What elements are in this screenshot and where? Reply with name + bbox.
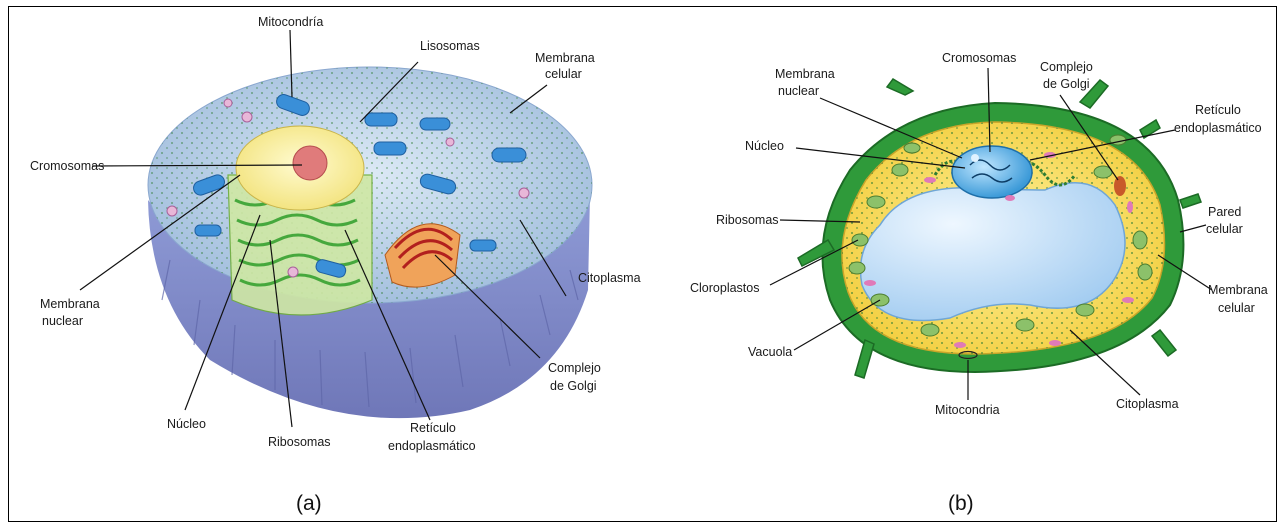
label-b-mitocondria: Mitocondria xyxy=(935,403,1000,417)
label-reticulo-2: endoplasmático xyxy=(388,439,476,453)
label-membrana-celular-1: Membrana xyxy=(535,51,595,65)
label-b-ribosomas: Ribosomas xyxy=(716,213,779,227)
label-b-complejo-2: de Golgi xyxy=(1043,77,1090,91)
label-b-pared-1: Pared xyxy=(1208,205,1241,219)
label-b-reticulo-2: endoplasmático xyxy=(1174,121,1262,135)
nucleus-b xyxy=(952,146,1032,198)
label-nucleo: Núcleo xyxy=(167,417,206,431)
label-b-cloroplastos: Cloroplastos xyxy=(690,281,759,295)
label-lisosomas: Lisosomas xyxy=(420,39,480,53)
label-complejo-2: de Golgi xyxy=(550,379,597,393)
label-b-pared-2: celular xyxy=(1206,222,1243,236)
label-mitocondria: Mitocondría xyxy=(258,15,323,29)
label-reticulo-1: Retículo xyxy=(410,421,456,435)
label-b-membrana-nuclear-1: Membrana xyxy=(775,67,835,81)
label-b-membrana-celular-1: Membrana xyxy=(1208,283,1268,297)
label-membrana-nuclear-2: nuclear xyxy=(42,314,83,328)
label-b-vacuola: Vacuola xyxy=(748,345,792,359)
label-cromosomas: Cromosomas xyxy=(30,159,104,173)
caption-a: (a) xyxy=(296,492,322,515)
caption-b: (b) xyxy=(948,492,974,515)
label-b-reticulo-1: Retículo xyxy=(1195,103,1241,117)
animal-cell-illustration xyxy=(148,67,592,418)
chromosomes xyxy=(293,146,327,180)
label-membrana-celular-2: celular xyxy=(545,67,582,81)
golgi-b xyxy=(1114,176,1126,196)
label-citoplasma: Citoplasma xyxy=(578,271,641,285)
label-b-membrana-nuclear-2: nuclear xyxy=(778,84,819,98)
label-b-citoplasma: Citoplasma xyxy=(1116,397,1179,411)
label-b-membrana-celular-2: celular xyxy=(1218,301,1255,315)
label-complejo-1: Complejo xyxy=(548,361,601,375)
vacuole xyxy=(860,183,1125,321)
plant-cell-illustration xyxy=(798,79,1201,378)
label-b-complejo-1: Complejo xyxy=(1040,60,1093,74)
label-b-cromosomas: Cromosomas xyxy=(942,51,1016,65)
label-membrana-nuclear-1: Membrana xyxy=(40,297,100,311)
label-b-nucleo: Núcleo xyxy=(745,139,784,153)
label-ribosomas: Ribosomas xyxy=(268,435,331,449)
